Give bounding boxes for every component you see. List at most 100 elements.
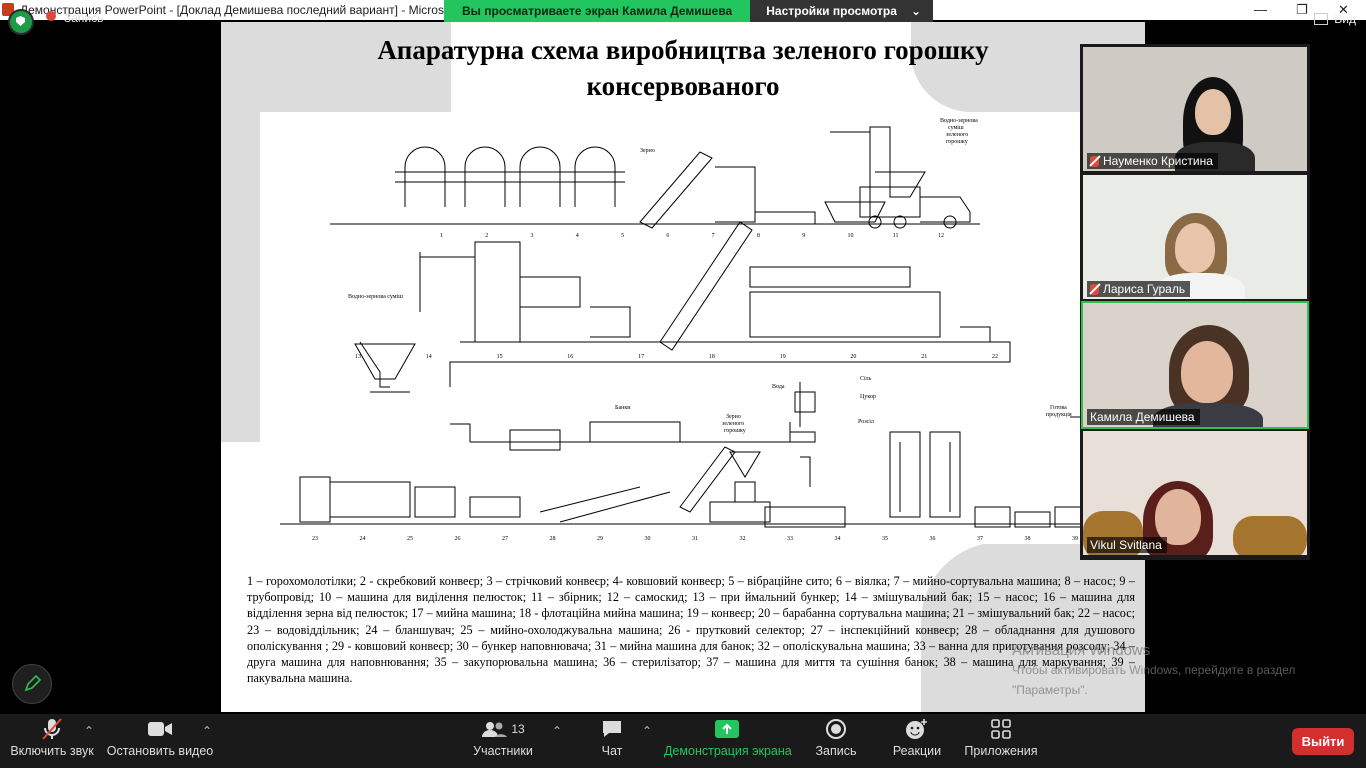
label-water-grain-top: Водно-зернова — [940, 118, 978, 124]
chevron-down-icon: ⌄ — [910, 4, 921, 18]
reactions-button[interactable]: Реакции — [890, 714, 944, 768]
participants-icon — [482, 722, 508, 737]
scheme-item-number: 20 — [850, 354, 856, 360]
label-zerno: Зерно — [640, 148, 655, 154]
windows-activation-watermark: Активация Windows Чтобы активировать Win… — [1012, 642, 1295, 699]
watermark-line3: "Параметры". — [1012, 683, 1088, 697]
participant-name: Науменко Кристина — [1103, 154, 1213, 168]
label-tsukor: Цукор — [860, 394, 876, 400]
slide-title: Апаратурна схема виробництва зеленого го… — [221, 32, 1145, 104]
shared-slide: Апаратурна схема виробництва зеленого го… — [221, 22, 1145, 712]
participant-name: Vikul Svitlana — [1090, 538, 1162, 552]
chat-caret-icon[interactable]: ⌃ — [642, 724, 653, 738]
view-options-button[interactable]: Настройки просмотра ⌄ — [750, 0, 933, 22]
scheme-item-number: 13 — [355, 354, 361, 360]
annotate-pencil-button[interactable] — [12, 664, 52, 704]
scheme-item-number: 4 — [576, 233, 579, 239]
scheme-item-number: 39 — [1072, 536, 1078, 542]
scheme-item-number: 2 — [485, 233, 488, 239]
scheme-item-number: 15 — [497, 354, 503, 360]
maximize-icon[interactable]: ❐ — [1296, 2, 1308, 17]
video-options-caret-icon[interactable]: ⌃ — [202, 724, 213, 738]
participant-tile[interactable]: Лариса Гураль — [1083, 175, 1307, 299]
slide-decoration — [921, 542, 1145, 712]
share-banner: Вы просматриваете экран Камила Демишева … — [444, 0, 933, 22]
meeting-toolbar: Включить звук ⌃ Остановить видео ⌃ 13 Уч… — [0, 714, 1366, 768]
label-zerno-zelenogo: Зерно — [726, 414, 741, 420]
record-indicator-icon — [46, 11, 56, 21]
close-icon[interactable]: ✕ — [1338, 2, 1349, 17]
scheme-item-number: 37 — [977, 536, 983, 542]
unmute-button[interactable]: Включить звук — [8, 714, 96, 768]
participant-tile-active-speaker[interactable]: Камила Демишева — [1081, 301, 1309, 429]
apps-button[interactable]: Приложения — [962, 714, 1040, 768]
participants-label: Участники — [473, 744, 533, 758]
video-camera-icon — [148, 722, 172, 736]
unmute-label: Включить звук — [10, 744, 94, 758]
gallery-grid-icon — [1314, 13, 1329, 25]
scheme-item-number: 19 — [780, 354, 786, 360]
view-button[interactable]: Вид — [1314, 12, 1356, 26]
participant-tile[interactable]: Vikul Svitlana — [1083, 431, 1307, 555]
scheme-item-number: 34 — [835, 536, 841, 542]
participant-name-tag: Науменко Кристина — [1087, 153, 1218, 169]
label-rozsil: Розсіл — [858, 419, 874, 425]
label-water-grain-mid: Водно-зернова суміш — [348, 294, 403, 300]
scheme-item-number: 22 — [992, 354, 998, 360]
label-zerno-zelenogo-2: зеленого — [722, 421, 744, 427]
participants-caret-icon[interactable]: ⌃ — [552, 724, 563, 738]
scheme-item-number: 9 — [802, 233, 805, 239]
shield-icon[interactable] — [8, 9, 34, 35]
watermark-line1: Активация Windows — [1012, 642, 1151, 659]
label-sil: Сіль — [860, 376, 872, 382]
scheme-item-number: 30 — [645, 536, 651, 542]
scheme-item-number: 21 — [921, 354, 927, 360]
scheme-item-number: 27 — [502, 536, 508, 542]
scheme-item-number: 18 — [709, 354, 715, 360]
leave-meeting-button[interactable]: Выйти — [1292, 728, 1354, 755]
share-screen-button[interactable]: Демонстрация экрана — [664, 714, 792, 768]
chat-button[interactable]: Чат — [590, 714, 634, 768]
participant-tile[interactable]: Науменко Кристина — [1083, 47, 1307, 171]
scheme-legend: 1 – горохомолотілки; 2 - скребковий конв… — [247, 574, 1135, 686]
scheme-item-number: 24 — [360, 536, 366, 542]
audio-options-caret-icon[interactable]: ⌃ — [84, 724, 95, 738]
scheme-item-number: 11 — [893, 233, 899, 239]
chat-bubble-icon — [603, 721, 621, 737]
scheme-svg: Зерно Водно-зернова суміш зеленого горош… — [280, 118, 1120, 542]
slide-title-line2: консервованого — [586, 71, 780, 101]
record-indicator-label: Запись — [64, 11, 104, 25]
scheme-item-number: 26 — [455, 536, 461, 542]
scheme-item-number: 25 — [407, 536, 413, 542]
label-zerno-zelenogo-3: горошку — [724, 428, 746, 434]
scheme-item-number: 16 — [567, 354, 573, 360]
equipment-scheme-diagram: Зерно Водно-зернова суміш зеленого горош… — [260, 112, 1122, 544]
label-water-grain-top-2: суміш — [948, 125, 964, 131]
viewing-screen-label: Вы просматриваете экран Камила Демишева — [444, 0, 751, 22]
pencil-icon — [24, 675, 41, 692]
participants-video-panel: Науменко Кристина Лариса Гураль Камила Д… — [1080, 44, 1310, 560]
scheme-item-number: 5 — [621, 233, 624, 239]
stop-video-button[interactable]: Остановить видео — [106, 714, 214, 768]
scheme-item-number: 29 — [597, 536, 603, 542]
participant-name: Камила Демишева — [1090, 410, 1195, 424]
participants-button[interactable]: 13 Участники — [470, 714, 536, 768]
reactions-label: Реакции — [892, 744, 942, 758]
scheme-item-number: 12 — [938, 233, 944, 239]
label-voda: Вода — [772, 384, 785, 390]
scheme-item-number: 33 — [787, 536, 793, 542]
record-button[interactable]: Запись — [812, 714, 860, 768]
scheme-item-number: 28 — [550, 536, 556, 542]
scheme-item-number: 7 — [712, 233, 715, 239]
apps-label: Приложения — [964, 744, 1038, 758]
window-title: Демонстрация PowerPoint - [Доклад Демише… — [20, 3, 503, 17]
scheme-item-number: 31 — [692, 536, 698, 542]
scheme-item-number: 35 — [882, 536, 888, 542]
minimize-icon[interactable]: — — [1254, 2, 1267, 17]
label-water-grain-top-3: зеленого — [946, 132, 968, 138]
muted-microphone-icon — [42, 718, 62, 740]
participant-name-tag: Камила Демишева — [1087, 409, 1200, 425]
scheme-item-number: 36 — [930, 536, 936, 542]
muted-mic-icon — [1090, 155, 1099, 167]
share-screen-icon — [715, 720, 739, 738]
